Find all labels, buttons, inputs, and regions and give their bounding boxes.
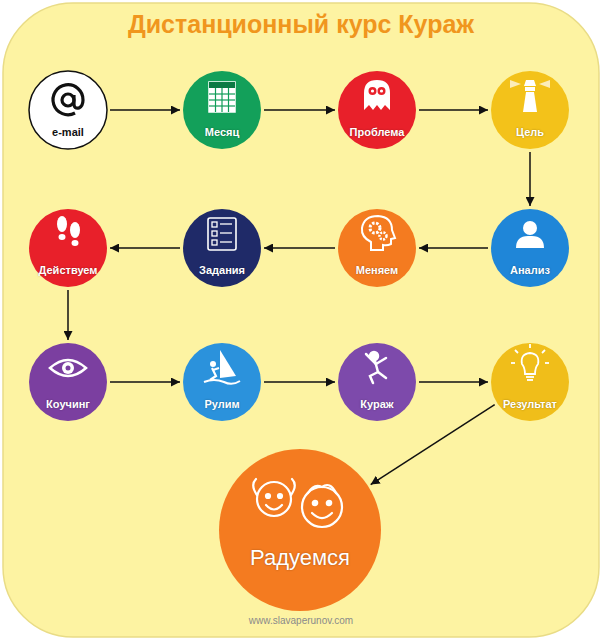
- circle-shape: [28, 208, 108, 288]
- flow-arrow: [264, 109, 335, 111]
- circle-shape: [28, 342, 108, 422]
- step-label: Рулим: [204, 398, 239, 410]
- step-circle: Цель: [490, 70, 570, 150]
- step-label: Месяц: [205, 126, 239, 138]
- ghost-icon: [364, 80, 390, 110]
- circle-fill: [183, 209, 261, 287]
- calendar-icon: [209, 82, 235, 112]
- circle-shape: [337, 208, 417, 288]
- flow-arrow: [264, 381, 335, 383]
- head-gears-icon: [362, 216, 395, 250]
- step-label: Действуем: [39, 264, 98, 276]
- footprints-icon: [57, 216, 80, 246]
- eye-icon: [50, 360, 86, 376]
- watermark-url: www.slavaperunov.com: [0, 615, 602, 626]
- step-circle: Рулим: [182, 342, 262, 422]
- step-label: Кураж: [360, 398, 393, 410]
- circle-fill: [338, 343, 416, 421]
- step-circle: Задания: [182, 208, 262, 288]
- jumping-figure-icon: [366, 352, 386, 383]
- step-label: Цель: [516, 126, 544, 138]
- circle-shape: [182, 208, 262, 288]
- circle-shape: [182, 342, 262, 422]
- flow-arrow: [419, 247, 488, 249]
- circle-fill: [338, 71, 416, 149]
- circle-shape: [218, 448, 382, 612]
- circle-fill: [491, 71, 569, 149]
- windsurfer-icon: [204, 350, 240, 384]
- flow-arrow: [110, 247, 180, 249]
- step-circle: Меняем: [337, 208, 417, 288]
- step-circle: Коучинг: [28, 342, 108, 422]
- step-circle: Проблема: [337, 70, 417, 150]
- circle-shape: [490, 208, 570, 288]
- lighthouse-icon: [510, 80, 550, 112]
- step-label: Проблема: [350, 126, 405, 138]
- step-label: Радуемся: [250, 546, 350, 570]
- circle-shape: [490, 70, 570, 150]
- rounded-panel: [3, 3, 599, 637]
- circle-fill: [219, 449, 381, 611]
- flow-arrow: [110, 381, 180, 383]
- circle-shape: [337, 342, 417, 422]
- flow-arrow: [419, 381, 488, 383]
- diagram-title: Дистанционный курс Кураж: [0, 10, 602, 39]
- flow-arrow: [529, 152, 531, 206]
- flow-arrow: [67, 290, 69, 340]
- step-label: Меняем: [356, 264, 398, 276]
- circle-fill: [183, 71, 261, 149]
- person-icon: [516, 221, 544, 248]
- circle-fill: [29, 71, 107, 149]
- step-circle: Кураж: [337, 342, 417, 422]
- step-label: Результат: [503, 398, 557, 410]
- task-list-icon: [208, 218, 236, 250]
- step-circle: e-mail: [28, 70, 108, 150]
- step-label: Задания: [199, 264, 245, 276]
- step-label: e-mail: [52, 126, 84, 138]
- flow-arrow: [110, 109, 180, 111]
- circle-fill: [491, 343, 569, 421]
- step-circle: Результат: [490, 342, 570, 422]
- flow-arrow: [264, 247, 335, 249]
- circle-fill: [183, 343, 261, 421]
- circle-shape: [182, 70, 262, 150]
- step-label: Анализ: [510, 264, 550, 276]
- bulb-icon: [511, 344, 549, 380]
- step-circle: Действуем: [28, 208, 108, 288]
- circle-fill: [29, 343, 107, 421]
- at-icon: [53, 85, 83, 115]
- step-circle: Радуемся: [218, 448, 382, 612]
- circle-shape: [490, 342, 570, 422]
- flow-arrow: [419, 109, 488, 111]
- step-circle: Анализ: [490, 208, 570, 288]
- circle-fill: [491, 209, 569, 287]
- circle-fill: [338, 209, 416, 287]
- step-circle: Месяц: [182, 70, 262, 150]
- faces-icon: [253, 479, 342, 527]
- circle-fill: [29, 209, 107, 287]
- step-label: Коучинг: [46, 398, 90, 410]
- circle-shape: [337, 70, 417, 150]
- circle-shape: [28, 70, 108, 150]
